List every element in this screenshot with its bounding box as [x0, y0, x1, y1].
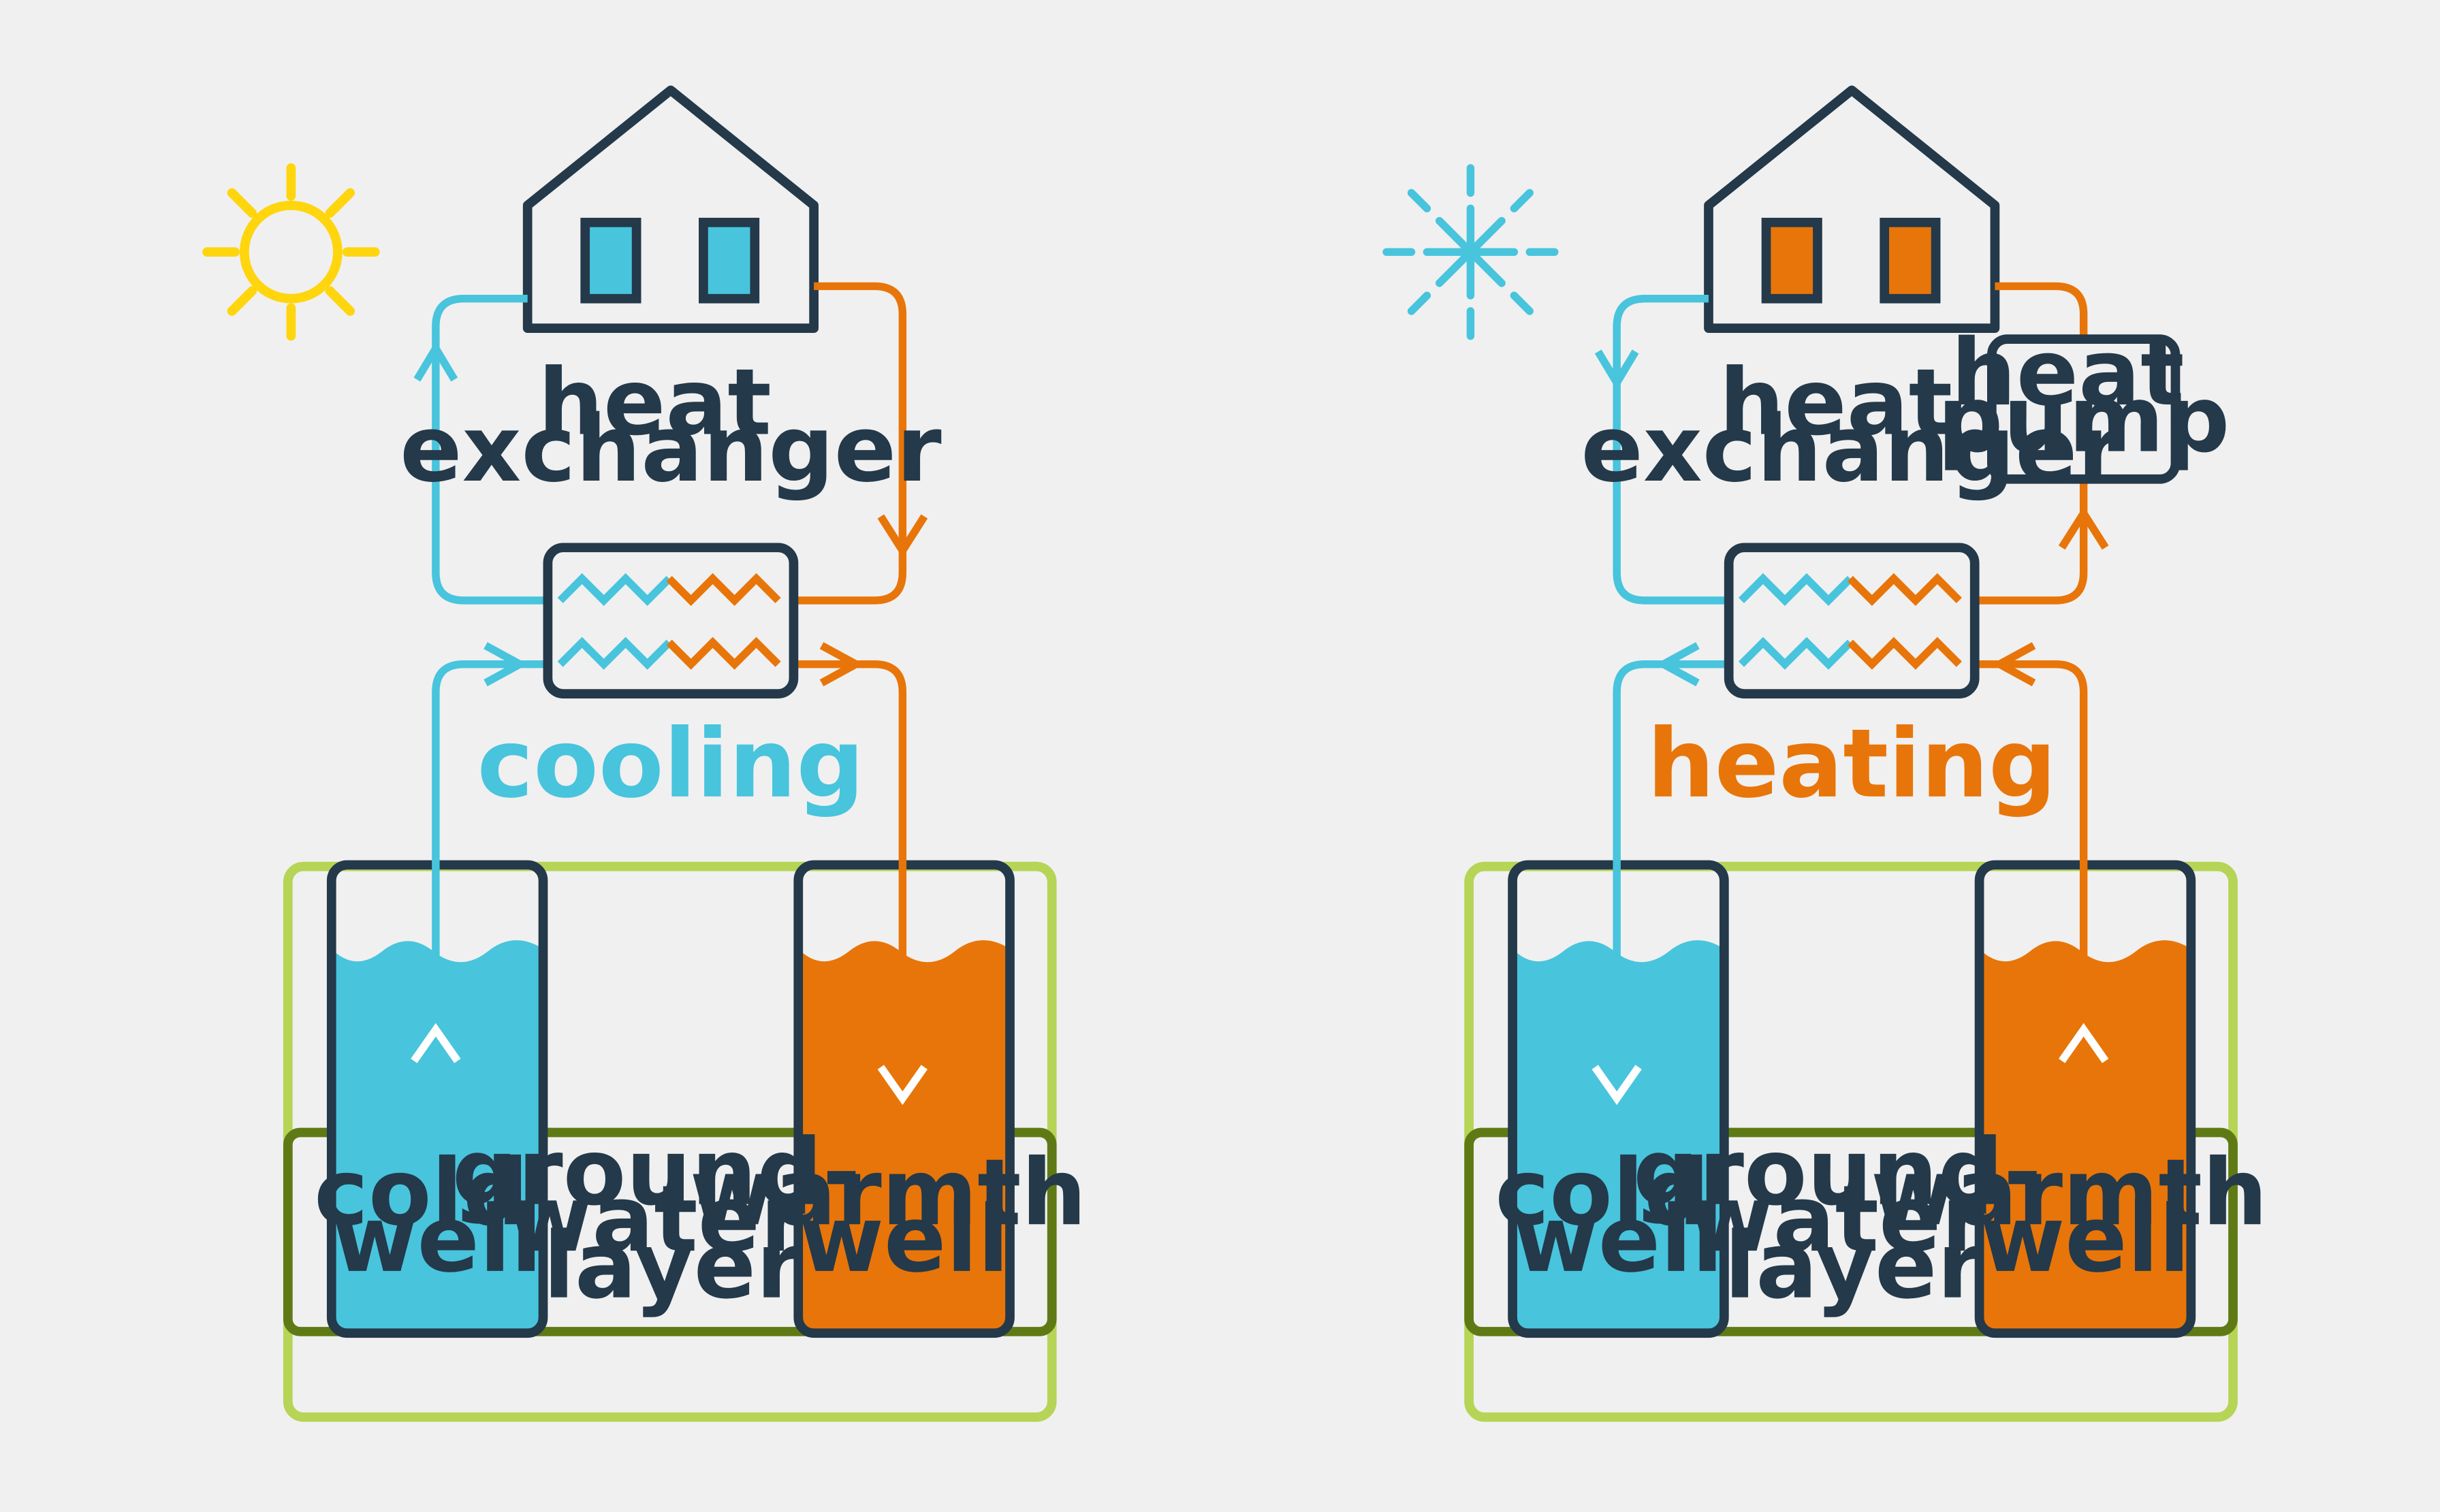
down-arrow-icon [1591, 1065, 1642, 1106]
snowflake-icon [1382, 164, 1559, 340]
groundwater-layer-label: ground- water layer [1633, 1119, 2074, 1319]
cold-well-pipe [432, 660, 548, 1097]
heat-exchanger-box [1724, 543, 1980, 698]
cold-well-label: cold well [1495, 1139, 1741, 1293]
warm-well-pipe [793, 660, 907, 1097]
mode-label-heating: heating [1647, 709, 2057, 819]
house-window-right [699, 217, 760, 304]
warm-supply-pipe [793, 282, 907, 605]
up-arrow-icon [413, 340, 458, 382]
warmth-well-label: warmth well [1871, 1139, 2300, 1293]
down-arrow-icon [877, 514, 928, 558]
heat-exchanger-box [543, 543, 799, 698]
cold-return-pipe [1613, 295, 1729, 605]
sun-icon [202, 163, 380, 341]
heat-pump-label: heat pump [1937, 319, 2230, 473]
up-arrow-icon [411, 1023, 461, 1063]
house-window-left [1761, 217, 1822, 304]
down-arrow-icon [877, 1065, 928, 1106]
right-arrow-icon [484, 642, 528, 687]
heat-pump-box: heat pump [1937, 319, 2230, 484]
right-arrow-icon [819, 642, 864, 687]
left-arrow-icon [1991, 642, 2036, 687]
cold-return-pipe [432, 295, 548, 605]
cold-well-label: cold well [314, 1139, 560, 1293]
warmth-well-label: warmth well [690, 1139, 1119, 1293]
heating-panel: heat pump heat exchanger heating cold w [1382, 85, 2300, 1422]
groundwater-layer-label: ground- water layer [452, 1119, 893, 1319]
up-arrow-icon [2058, 1023, 2109, 1063]
heat-exchanger-label: heat exchanger [1581, 349, 2123, 503]
house-window-left [580, 217, 641, 304]
groundwater-layer-band [283, 1127, 1057, 1336]
warm-supply-pipe [1974, 479, 2088, 605]
up-arrow-icon [2058, 506, 2109, 550]
house-icon [1704, 85, 2000, 333]
groundwater-layer-band [1464, 1127, 2238, 1336]
warm-supply-pipe [1995, 282, 2088, 340]
house-icon [522, 85, 819, 333]
cooling-panel: heat exchanger cooling cold well warmth … [202, 85, 1119, 1422]
left-arrow-icon [1655, 642, 1700, 687]
mode-label-cooling: cooling [477, 709, 865, 819]
house-window-right [1880, 217, 1941, 304]
down-arrow-icon [1594, 349, 1639, 391]
heat-exchanger-label: heat exchanger [400, 349, 942, 503]
cold-well-pipe [1613, 660, 1729, 1097]
warm-well-pipe [1974, 660, 2088, 1097]
